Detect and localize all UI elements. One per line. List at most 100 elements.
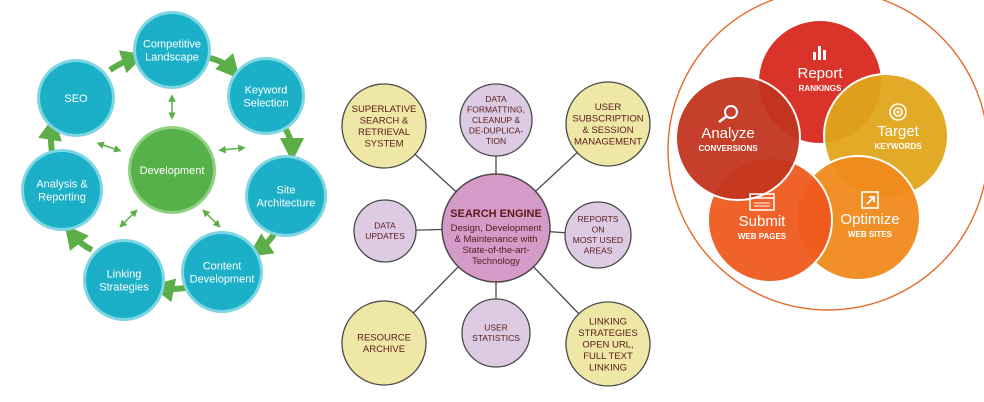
engine-node-label: CLEANUP & xyxy=(472,115,520,125)
engine-center-line: Design, Development xyxy=(451,223,542,234)
engine-node-label: FULL TEXT xyxy=(583,351,633,362)
cycle-node-circle xyxy=(86,242,162,318)
cycle-node-label: Content xyxy=(203,260,242,272)
engine-node-label: DATA xyxy=(374,221,396,231)
magnifier-icon xyxy=(718,105,738,123)
cycle-center-circle xyxy=(131,129,213,211)
connector-arrow xyxy=(202,209,221,228)
engine-node-circle xyxy=(353,199,417,263)
engine-node-label: ARCHIVE xyxy=(363,344,405,355)
venn-title: Submit xyxy=(739,213,787,230)
engine-node-label: SEARCH & xyxy=(360,116,409,127)
engine-node-label: DATA xyxy=(485,94,507,104)
cycle-node-label: Reporting xyxy=(38,191,86,203)
cycle-node-label: Keyword xyxy=(245,84,288,96)
engine-node-circle xyxy=(341,83,427,169)
engine-center-line: State-of-the-art- xyxy=(462,245,529,256)
engine-node-circle xyxy=(564,201,632,269)
venn-circles xyxy=(675,19,949,283)
engine-node-label: TION xyxy=(486,136,506,146)
cycle-center-node: Development xyxy=(128,126,216,214)
engine-node-label: OPEN URL, xyxy=(582,339,633,350)
target-icon xyxy=(889,103,907,121)
cycle-node-label: Landscape xyxy=(145,51,199,63)
cycle-node-circle xyxy=(184,234,260,310)
engine-node-label: SYSTEM xyxy=(364,139,403,150)
cycle-arrow xyxy=(279,126,304,162)
cycle-arrow xyxy=(248,230,278,257)
engine-node-label: MOST USED xyxy=(573,235,623,245)
bar-chart-icon xyxy=(813,46,826,60)
engine-node-label: UPDATES xyxy=(365,231,405,241)
cycle-node-seo: SEO xyxy=(37,59,115,137)
cycle-node-label: Architecture xyxy=(257,197,316,209)
engine-node-label: FORMATTING, xyxy=(467,104,525,114)
cycle-arrow xyxy=(108,50,146,74)
connector-arrow xyxy=(218,144,246,154)
cycle-node-label: Competitive xyxy=(143,38,201,50)
engine-node-label: RETRIEVAL xyxy=(358,127,410,138)
engine-node-label: STATISTICS xyxy=(472,333,520,343)
cycle-node-label: SEO xyxy=(64,93,88,105)
venn-title: Report xyxy=(797,65,843,82)
cycle-node-analysis: Analysis &Reporting xyxy=(21,149,103,231)
center-connectors xyxy=(96,94,246,228)
cycle-node-circle xyxy=(248,158,324,234)
browser-window-icon xyxy=(749,193,775,211)
engine-node-circle xyxy=(565,301,651,387)
connector-arrow xyxy=(119,209,138,228)
engine-node-label: & SESSION xyxy=(582,125,633,136)
engine-node-label: RESOURCE xyxy=(357,333,411,344)
venn-subtitle: KEYWORDS xyxy=(874,142,922,151)
engine-node-circle xyxy=(461,298,531,368)
engine-node-label: AREAS xyxy=(584,246,613,256)
cycle-node-label: Linking xyxy=(107,268,142,280)
engine-node-label: SUPERLATIVE xyxy=(352,104,417,115)
engine-node-label: STRATEGIES xyxy=(578,328,637,339)
engine-center-line: Technology xyxy=(472,256,520,267)
venn-subtitle: RANKINGS xyxy=(799,84,842,93)
venn-subtitle: CONVERSIONS xyxy=(698,144,758,153)
cycle-arrow xyxy=(150,278,186,303)
engine-center: SEARCH ENGINE Design, Development& Maint… xyxy=(441,173,551,283)
engine-node-label: MANAGEMENT xyxy=(574,137,642,148)
engine-node-label: LINKING xyxy=(589,316,627,327)
engine-center-circle xyxy=(441,173,551,283)
venn-title: Analyze xyxy=(701,125,754,142)
cycle-node-label: Site xyxy=(277,184,296,196)
engine-node-label: REPORTS xyxy=(578,214,619,224)
seo-cycle-diagram: CompetitiveLandscapeKeywordSelectionSite… xyxy=(21,11,327,321)
venn-outer-ring xyxy=(667,0,984,311)
venn-subtitle: WEB PAGES xyxy=(738,232,787,241)
venn-subtitle: WEB SITES xyxy=(848,230,893,239)
cycle-node-label: Selection xyxy=(243,97,288,109)
cycle-node-circle xyxy=(24,152,100,228)
engine-node-label: USER xyxy=(595,102,622,113)
engine-node-label: ON xyxy=(592,225,605,235)
engine-center-title: SEARCH ENGINE xyxy=(450,208,542,220)
engine-node-label: SUBSCRIPTION xyxy=(572,114,643,125)
engine-center-line: & Maintenance with xyxy=(455,234,538,245)
cycle-arrow xyxy=(38,116,62,153)
cycle-arrow xyxy=(64,224,94,253)
venn-circle-analyze xyxy=(675,75,801,201)
engine-node-label: DE-DUPLICA- xyxy=(469,125,523,135)
engine-center-lines: Design, Development& Maintenance withSta… xyxy=(451,223,542,267)
